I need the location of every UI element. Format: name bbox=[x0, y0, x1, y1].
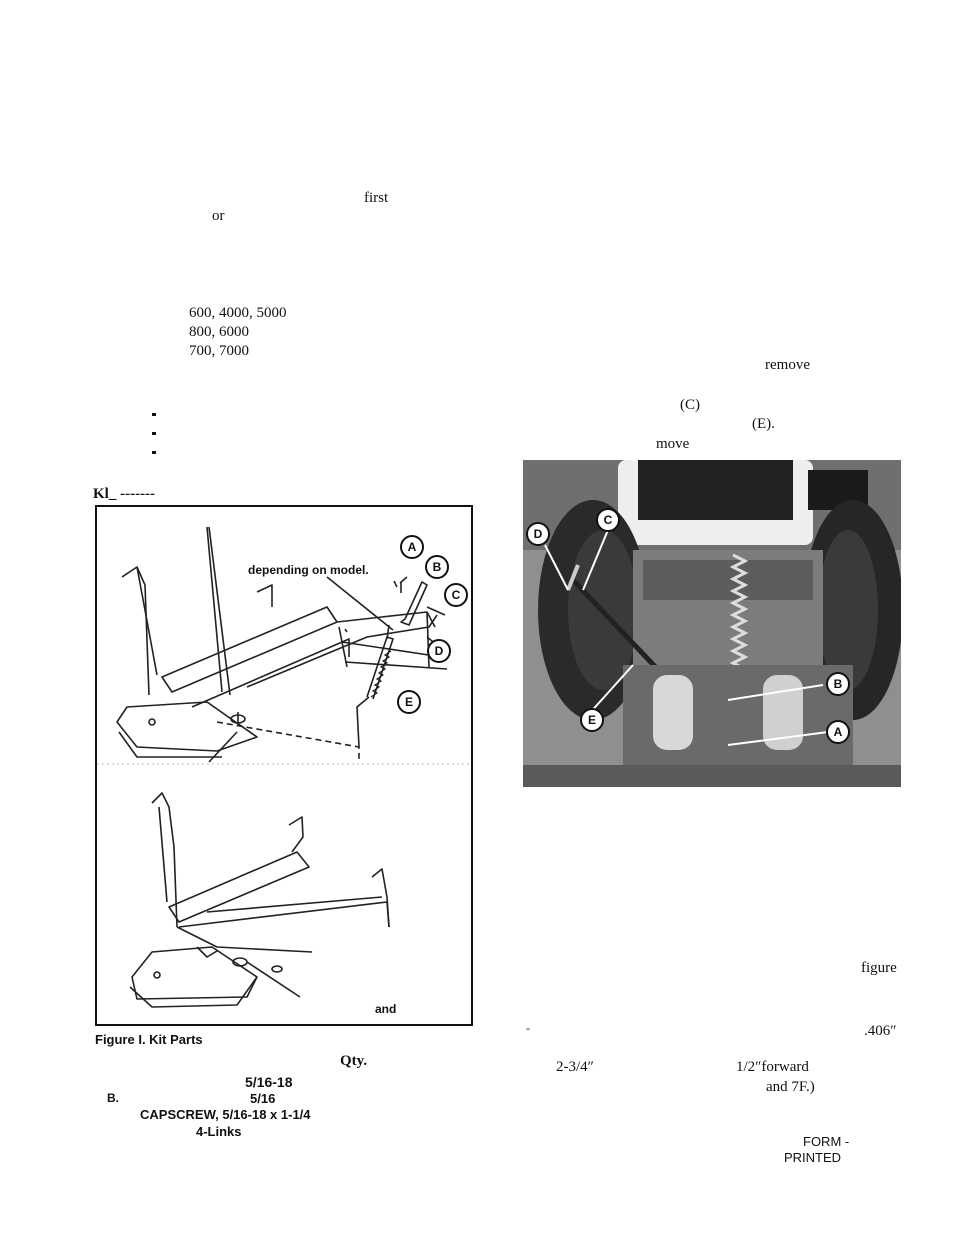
text-half-forward: 1/2″forward bbox=[736, 1059, 809, 1075]
text-406: .406″ bbox=[864, 1023, 897, 1039]
model-list-item-2: 800, 6000 bbox=[189, 324, 249, 340]
text-or: or bbox=[212, 208, 225, 224]
model-list-item-3: 700, 7000 bbox=[189, 343, 249, 359]
parts-row-a-size: 5/16-18 bbox=[245, 1074, 293, 1090]
parts-row-c: CAPSCREW, 5/16-18 x 1-1/4 bbox=[140, 1107, 311, 1122]
model-list-item-1: 600, 4000, 5000 bbox=[189, 305, 287, 321]
kit-parts-figure: depending on model. and A B C D E bbox=[95, 505, 473, 1026]
photo-callout-a: A bbox=[826, 720, 850, 744]
printed-note: PRINTED bbox=[784, 1150, 842, 1165]
callout-e: E bbox=[397, 690, 421, 714]
text-first: first bbox=[364, 190, 389, 206]
label-depending-on-model: depending on model. bbox=[248, 563, 369, 577]
bullet-mark bbox=[152, 413, 156, 416]
text-dash: - bbox=[526, 1021, 530, 1035]
callout-c: C bbox=[444, 583, 468, 607]
callout-d: D bbox=[427, 639, 451, 663]
callout-b: B bbox=[425, 555, 449, 579]
text-remove: remove bbox=[765, 357, 810, 373]
form-number: FORM - bbox=[803, 1134, 850, 1149]
photo-callout-d: D bbox=[526, 522, 550, 546]
callout-a: A bbox=[400, 535, 424, 559]
text-figure: figure bbox=[861, 960, 897, 976]
parts-row-d: 4-Links bbox=[196, 1124, 242, 1139]
tractor-photo: D C B E A bbox=[523, 460, 901, 787]
text-e: (E). bbox=[752, 416, 775, 432]
parts-row-b-size: 5/16 bbox=[250, 1091, 276, 1106]
photo-callout-c: C bbox=[596, 508, 620, 532]
parts-row-b-letter: B. bbox=[107, 1091, 119, 1105]
parts-qty-header: Qty. bbox=[340, 1053, 368, 1069]
figure1-caption: Figure I. Kit Parts bbox=[95, 1032, 203, 1047]
text-and-7f: and 7F.) bbox=[766, 1079, 815, 1095]
photo-callout-e: E bbox=[580, 708, 604, 732]
text-2-3-4: 2-3/4″ bbox=[556, 1059, 594, 1075]
bullet-mark bbox=[152, 451, 156, 454]
bullet-mark bbox=[152, 432, 156, 435]
kit-header: Kl_ ------- bbox=[93, 486, 156, 502]
text-c: (C) bbox=[680, 397, 700, 413]
text-move: move bbox=[656, 436, 690, 452]
label-and: and bbox=[375, 1002, 397, 1016]
kit-parts-drawing bbox=[97, 526, 471, 1008]
photo-callout-b: B bbox=[826, 672, 850, 696]
